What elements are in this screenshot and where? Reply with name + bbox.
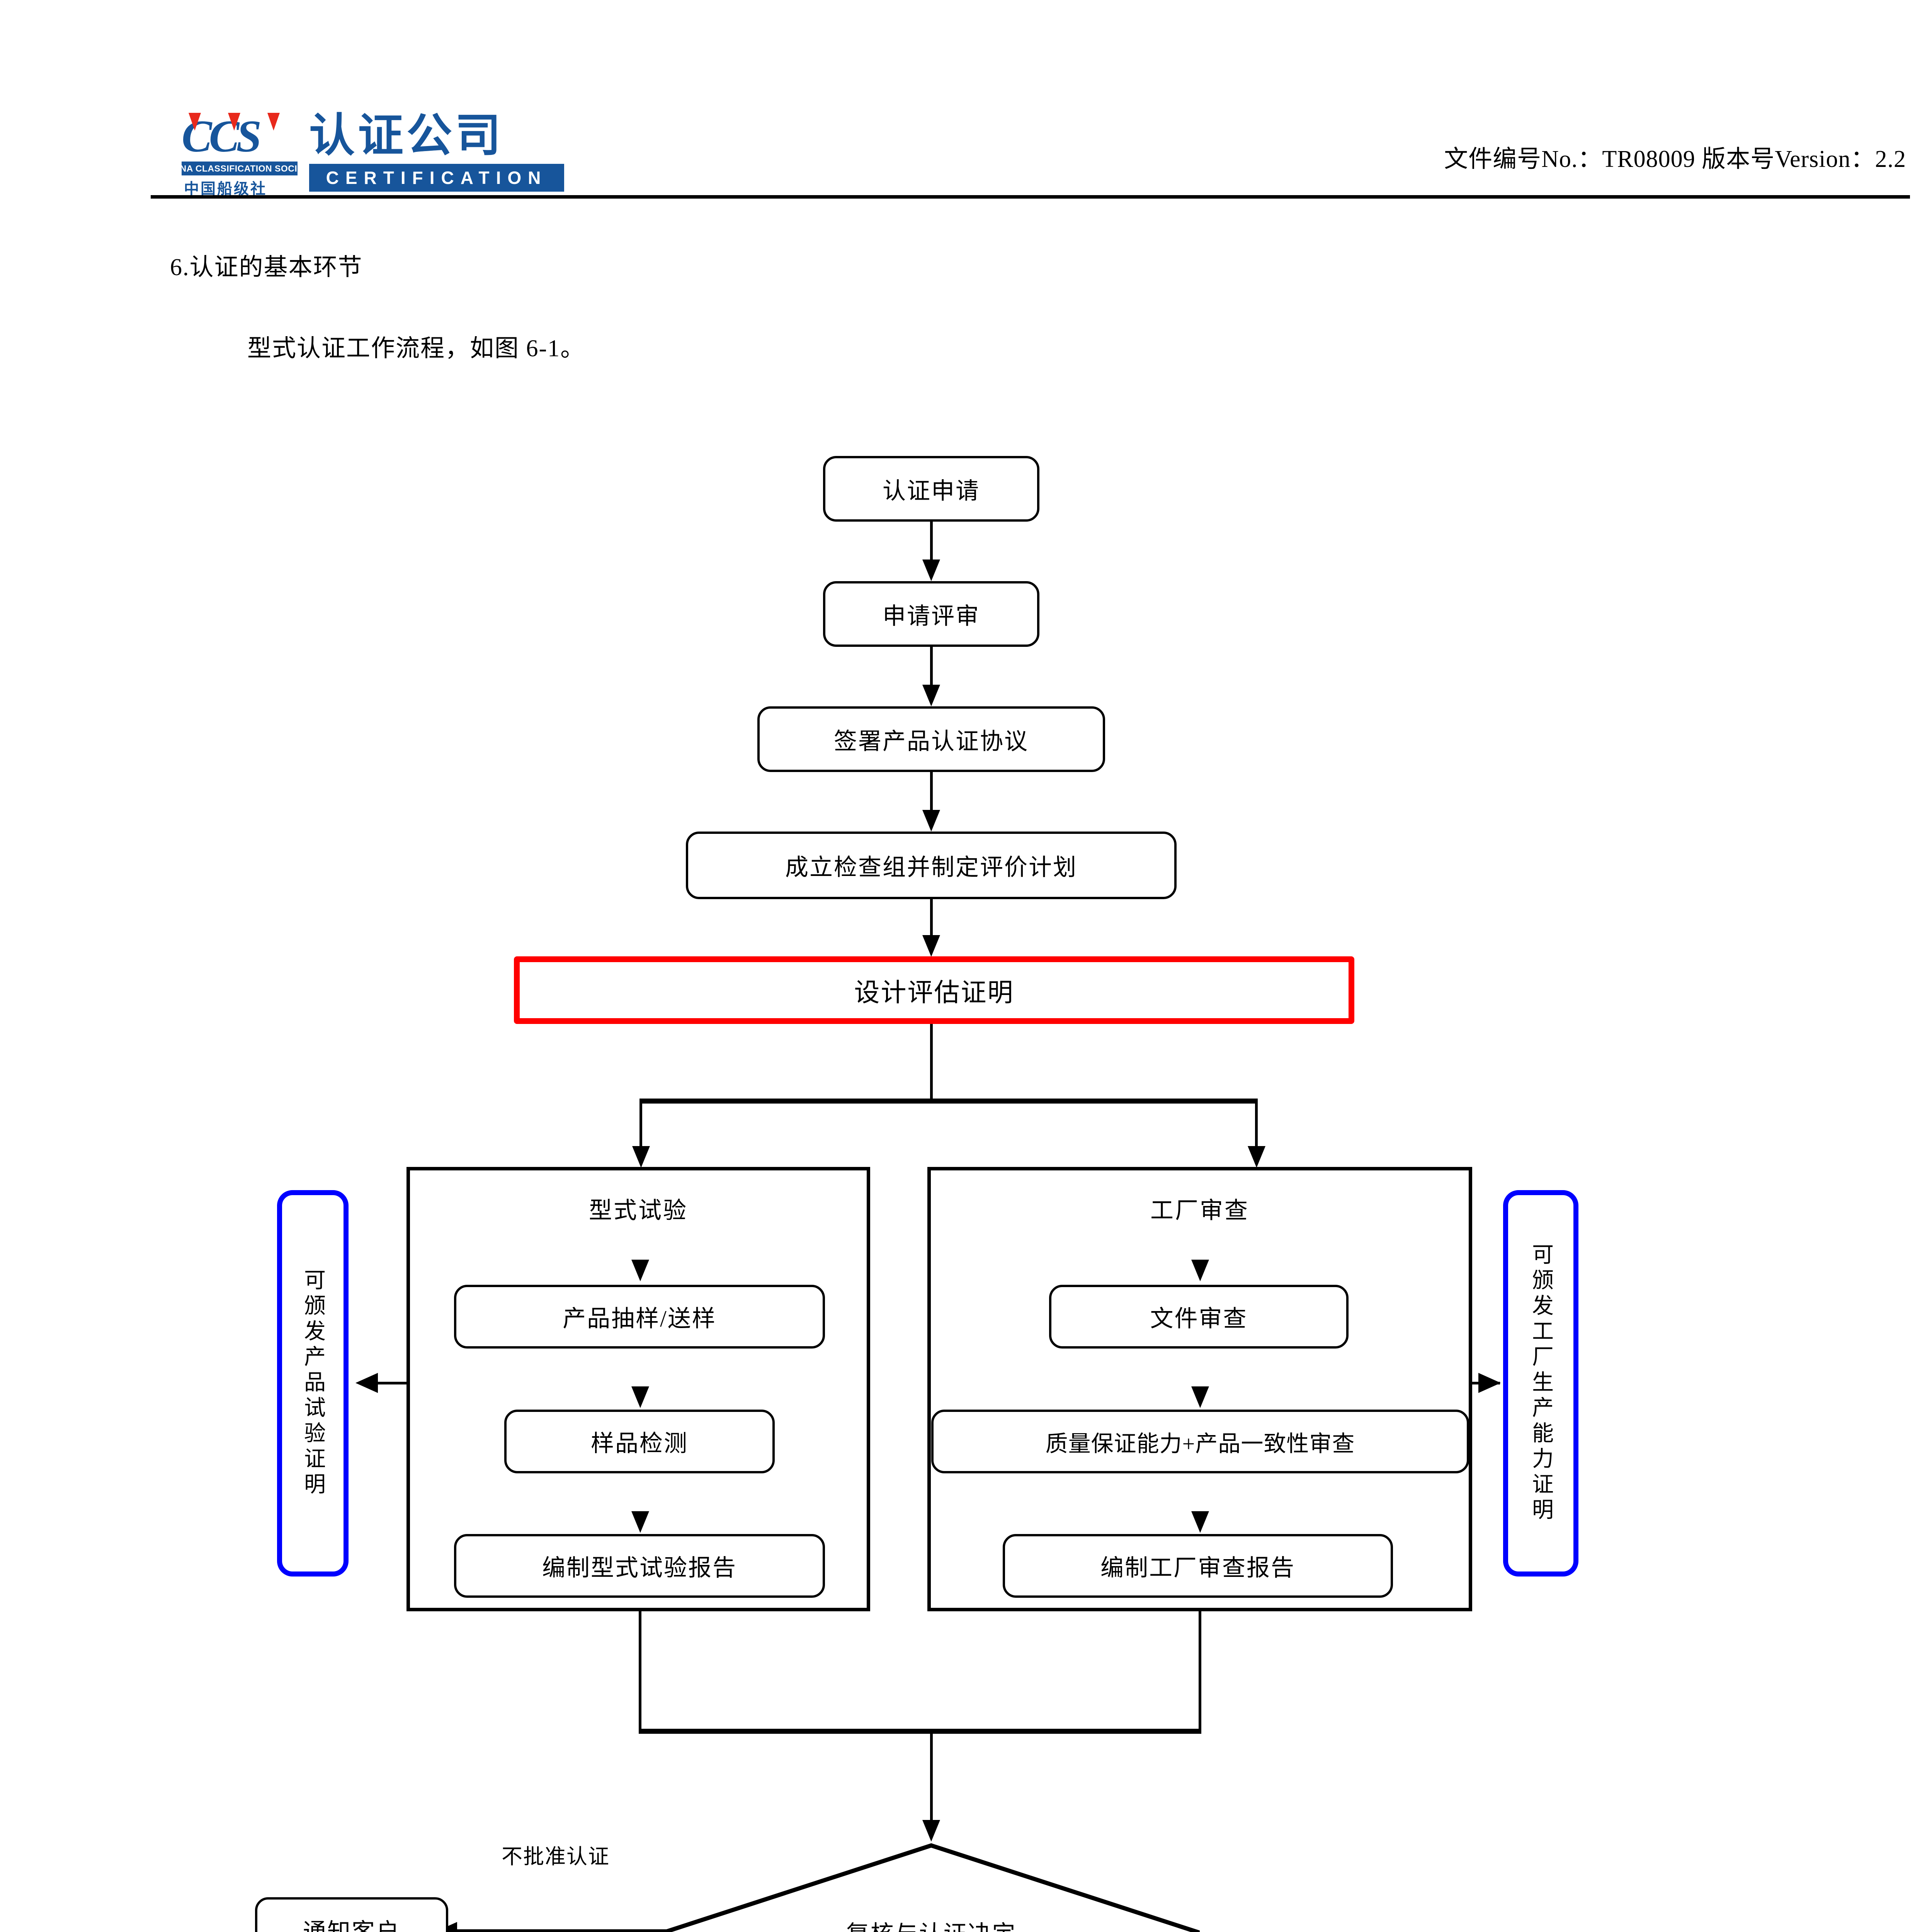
arrowhead-down: [922, 560, 940, 581]
logo-english-line: CHINA CLASSIFICATION SOCIETY: [164, 162, 315, 175]
arrowhead-down: [631, 1511, 649, 1533]
header-divider: [151, 195, 1910, 199]
node-certification-application[interactable]: 认证申请: [823, 456, 1039, 522]
edge-apply-to-review: [930, 522, 933, 564]
edge-merge-down: [930, 1729, 933, 1823]
edge-team-to-design: [930, 899, 933, 940]
container-type-test-title: 型式试验: [589, 1198, 688, 1223]
edge-typetest-container-down: [639, 1611, 641, 1731]
arrowhead-down: [1248, 1146, 1265, 1168]
arrowhead-left: [355, 1373, 378, 1393]
node-review-and-decision[interactable]: 复核与认证决定: [663, 1843, 1200, 1932]
page-header: CCS CHINA CLASSIFICATION SOCIETY 中国船级社 认…: [0, 0, 1932, 199]
arrowhead-down: [631, 1260, 649, 1281]
node-form-inspection-team[interactable]: 成立检查组并制定评价计划: [686, 832, 1177, 899]
section-lead-text: 型式认证工作流程，如图 6-1。: [247, 335, 585, 362]
node-sample-testing[interactable]: 样品检测: [504, 1410, 775, 1473]
edge-merge-horizontal: [639, 1729, 1201, 1734]
edge-review-to-sign: [930, 647, 933, 689]
node-product-sampling[interactable]: 产品抽样/送样: [454, 1285, 825, 1349]
logo-chinese-sub: 中国船级社: [184, 180, 267, 198]
ccs-logo: CCS CHINA CLASSIFICATION SOCIETY 中国船级社 认…: [164, 109, 572, 198]
side-note-right-text: 可颁发工厂生产能力证明: [1529, 1243, 1553, 1524]
edge-decision-to-notify: [456, 1929, 667, 1932]
arrowhead-down: [631, 1386, 649, 1408]
node-sign-certification-agreement[interactable]: 签署产品认证协议: [757, 706, 1105, 772]
arrowhead-right: [1478, 1373, 1501, 1393]
edge-typetest-to-left-note: [377, 1382, 410, 1384]
diamond-shape: [663, 1843, 1200, 1932]
arrowhead-down: [1191, 1511, 1209, 1533]
edge-sign-to-team: [930, 772, 933, 815]
arrowhead-down: [1191, 1260, 1209, 1281]
side-note-factory-capability-certificate[interactable]: 可颁发工厂生产能力证明: [1503, 1190, 1578, 1577]
node-document-review[interactable]: 文件审查: [1049, 1285, 1349, 1349]
container-factory-audit-title: 工厂审查: [1150, 1198, 1249, 1223]
logo-certification-word: CERTIFICATION: [309, 164, 564, 192]
arrowhead-down: [922, 1820, 940, 1842]
arrowhead-down: [1191, 1386, 1209, 1408]
arrowhead-down: [922, 810, 940, 832]
node-notify-client[interactable]: 通知客户: [255, 1897, 448, 1932]
edge-design-down: [930, 1024, 933, 1100]
side-note-left-text: 可颁发产品试验证明: [301, 1269, 325, 1498]
edge-split-right-down: [1255, 1099, 1258, 1151]
node-design-assessment-certificate[interactable]: 设计评估证明: [514, 956, 1354, 1024]
flowchart: 认证申请 申请评审 签署产品认证协议 成立检查组并制定评价计划 设计评估证明 型…: [0, 417, 1932, 1932]
arrowhead-down: [632, 1146, 650, 1168]
decision-label: 复核与认证决定: [663, 1915, 1200, 1932]
document-meta: 文件编号No.：TR08009 版本号Version：2.2: [1444, 146, 1906, 172]
edge-factory-container-down: [1199, 1611, 1201, 1731]
side-note-product-test-certificate[interactable]: 可颁发产品试验证明: [277, 1190, 349, 1577]
edge-split-left-down: [639, 1099, 642, 1151]
arrowhead-down: [922, 685, 940, 706]
ccs-wordmark-icon: CCS: [182, 112, 299, 160]
logo-chinese-name: 认证公司: [309, 109, 504, 162]
node-quality-consistency-audit[interactable]: 质量保证能力+产品一致性审查: [931, 1410, 1469, 1473]
edge-label-reject: 不批准认证: [498, 1839, 613, 1870]
node-application-review[interactable]: 申请评审: [823, 581, 1039, 647]
arrowhead-down: [922, 935, 940, 957]
node-factory-audit-report[interactable]: 编制工厂审查报告: [1003, 1534, 1393, 1598]
edge-split-horizontal: [639, 1099, 1258, 1104]
node-type-test-report[interactable]: 编制型式试验报告: [454, 1534, 825, 1598]
section-title: 6.认证的基本环节: [170, 254, 363, 281]
